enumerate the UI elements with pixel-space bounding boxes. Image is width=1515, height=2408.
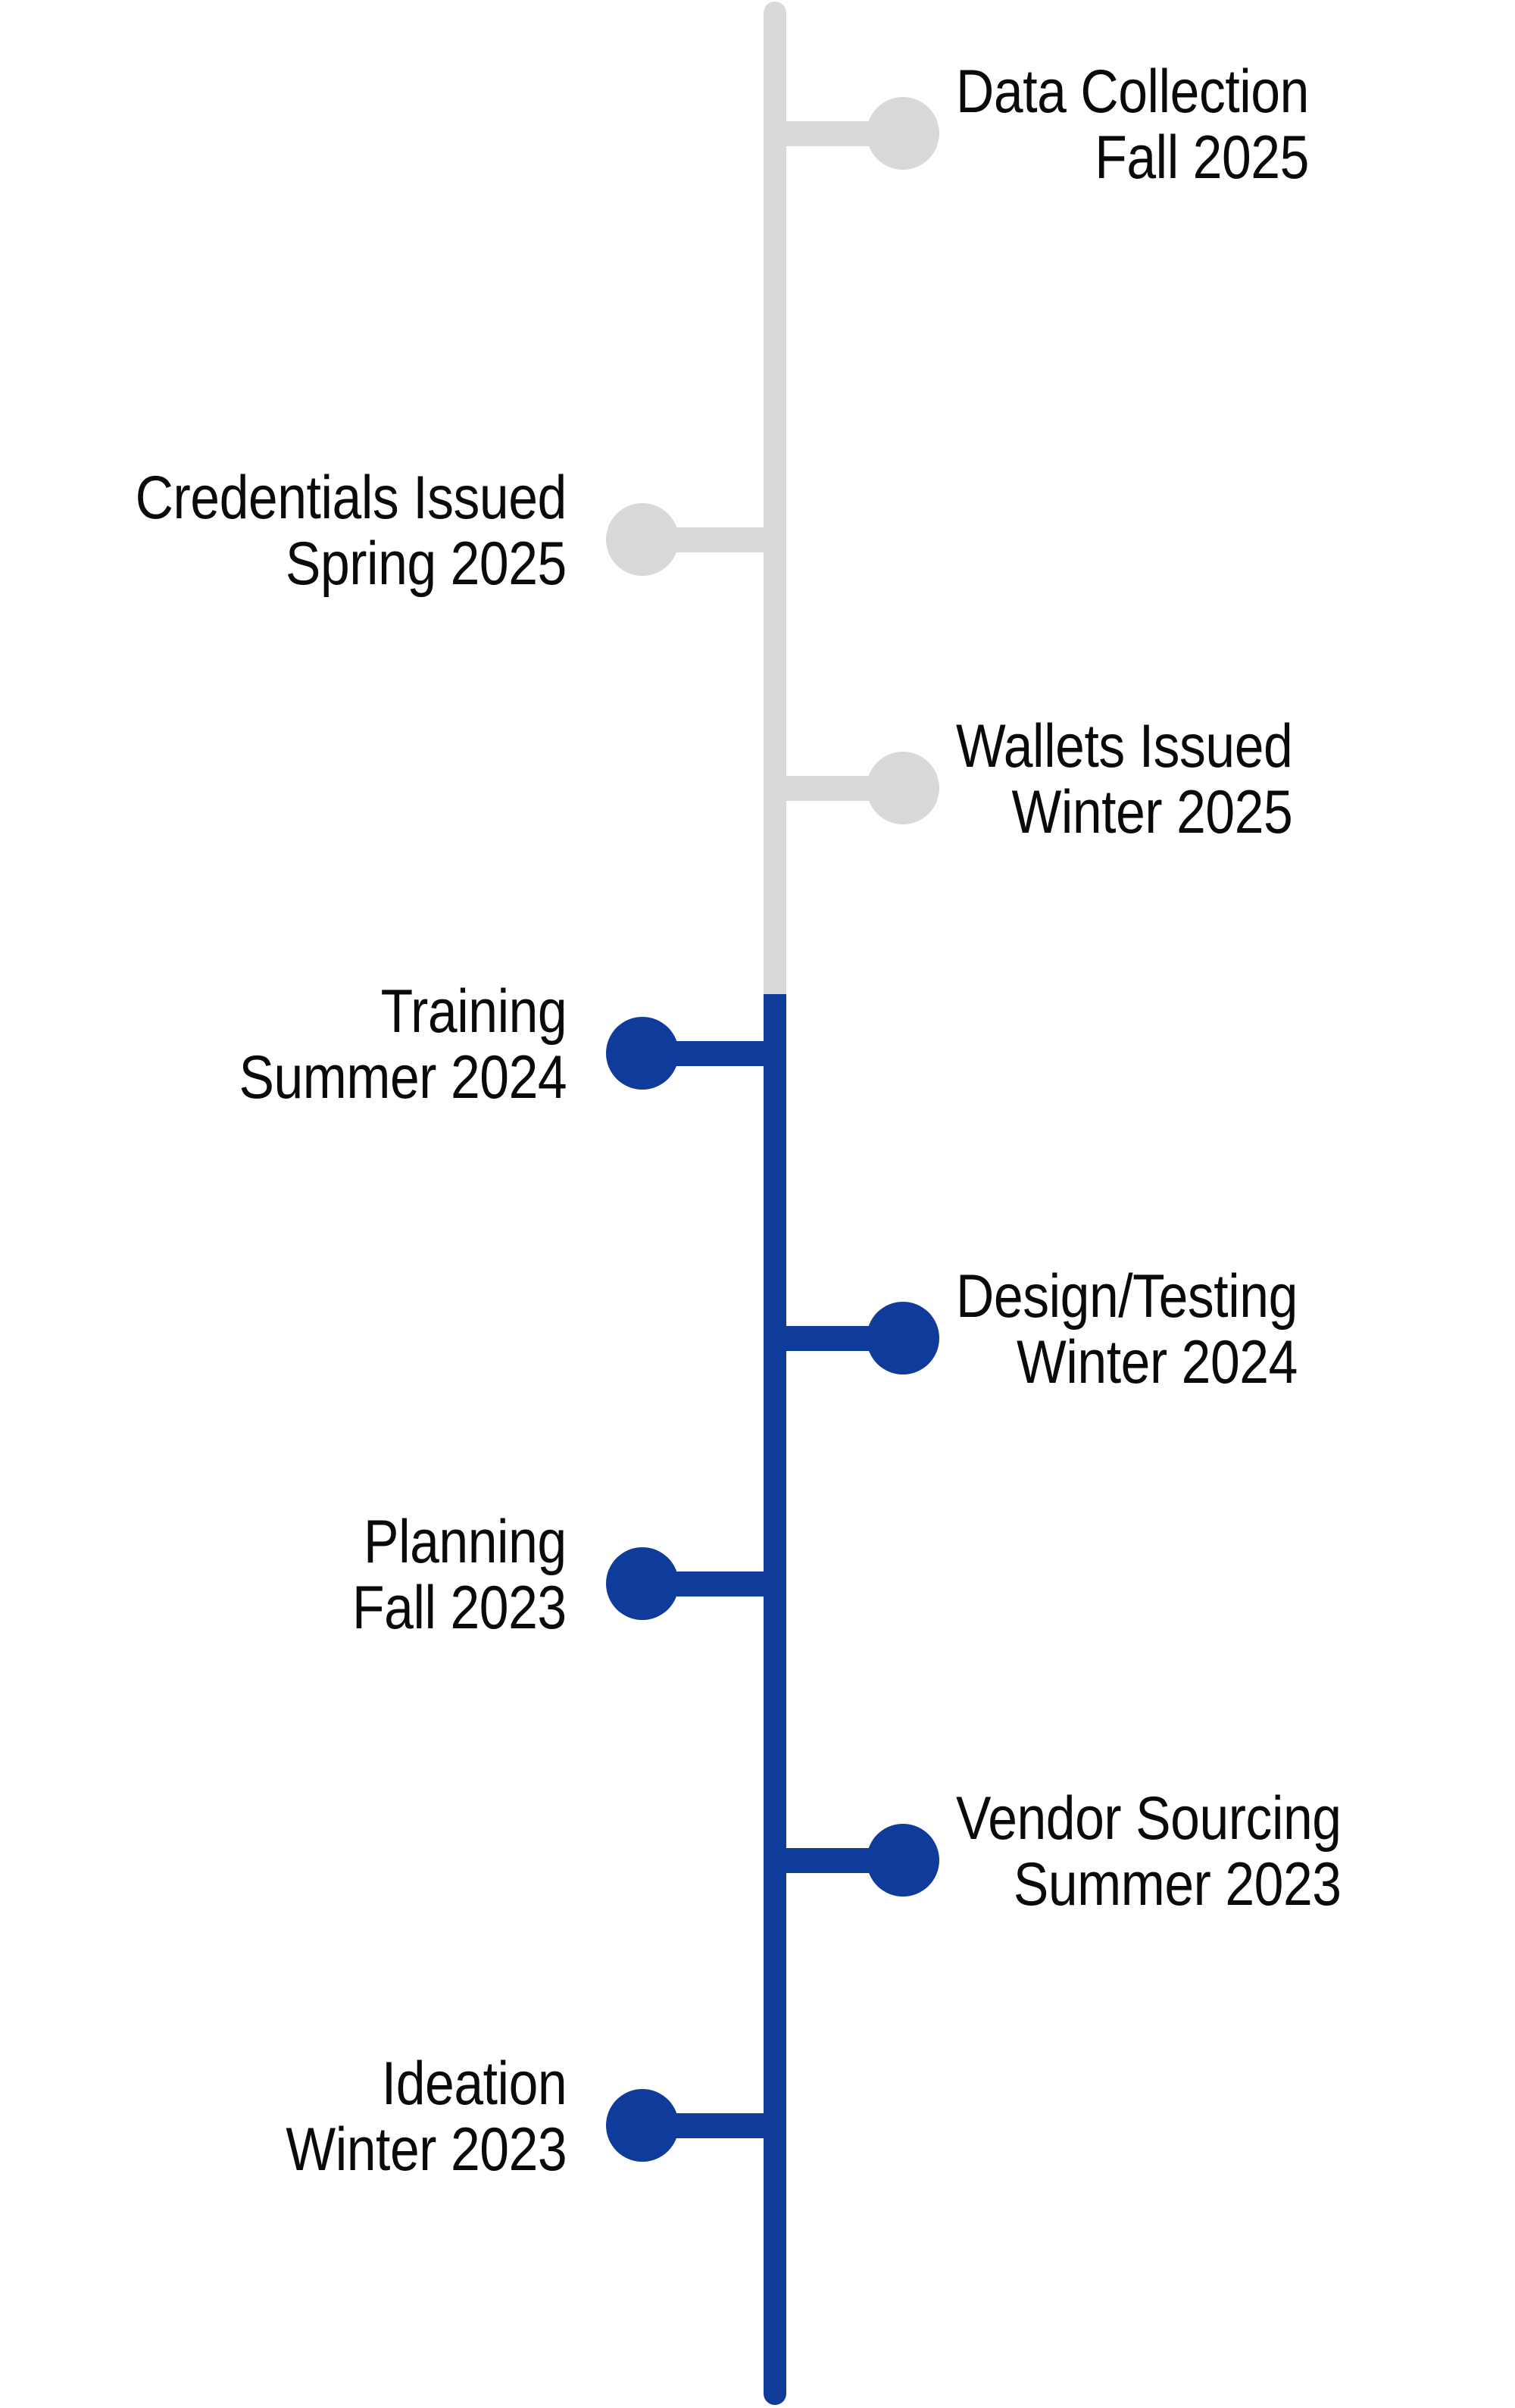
milestone-title: Ideation — [381, 2050, 567, 2118]
milestone-date: Summer 2024 — [239, 1043, 567, 1112]
milestone-date: Fall 2025 — [1095, 124, 1309, 192]
milestone-label: Training Summer 2024 — [239, 977, 567, 1112]
milestone-dot[interactable] — [606, 1547, 679, 1620]
milestone-label: Planning Fall 2023 — [352, 1509, 567, 1642]
milestone-title: Wallets Issued — [956, 712, 1293, 780]
milestone-date: Spring 2025 — [286, 530, 567, 599]
milestone-title: Data Collection — [956, 58, 1309, 126]
milestone-dot[interactable] — [867, 97, 939, 170]
milestone-date: Winter 2024 — [1017, 1328, 1298, 1397]
milestone-date: Winter 2025 — [1011, 778, 1293, 847]
milestone-label: Wallets Issued Winter 2025 — [956, 712, 1293, 847]
milestone-title: Credentials Issued — [135, 464, 567, 532]
milestone-title: Training — [380, 977, 567, 1046]
milestone-dot[interactable] — [867, 1824, 939, 1897]
milestone-date: Summer 2023 — [1013, 1850, 1342, 1919]
milestone-label: Ideation Winter 2023 — [286, 2050, 567, 2184]
milestone-date: Winter 2023 — [286, 2116, 567, 2184]
milestone-dot[interactable] — [867, 752, 939, 824]
milestone-label: Data Collection Fall 2025 — [956, 58, 1309, 192]
milestone-label: Credentials Issued Spring 2025 — [135, 464, 567, 599]
milestone-dot[interactable] — [867, 1302, 939, 1374]
milestone-dot[interactable] — [606, 503, 679, 576]
milestone-dot[interactable] — [606, 1017, 679, 1090]
timeline-spine-completed — [764, 994, 786, 2405]
milestone-label: Vendor Sourcing Summer 2023 — [956, 1784, 1342, 1919]
milestone-title: Design/Testing — [956, 1262, 1298, 1331]
milestone-date: Fall 2023 — [352, 1574, 567, 1643]
timeline-spine-upcoming — [764, 2, 786, 996]
milestone-title: Planning — [364, 1508, 567, 1576]
milestone-label: Design/Testing Winter 2024 — [956, 1262, 1298, 1397]
milestone-title: Vendor Sourcing — [956, 1784, 1342, 1853]
milestone-dot[interactable] — [606, 2089, 679, 2162]
